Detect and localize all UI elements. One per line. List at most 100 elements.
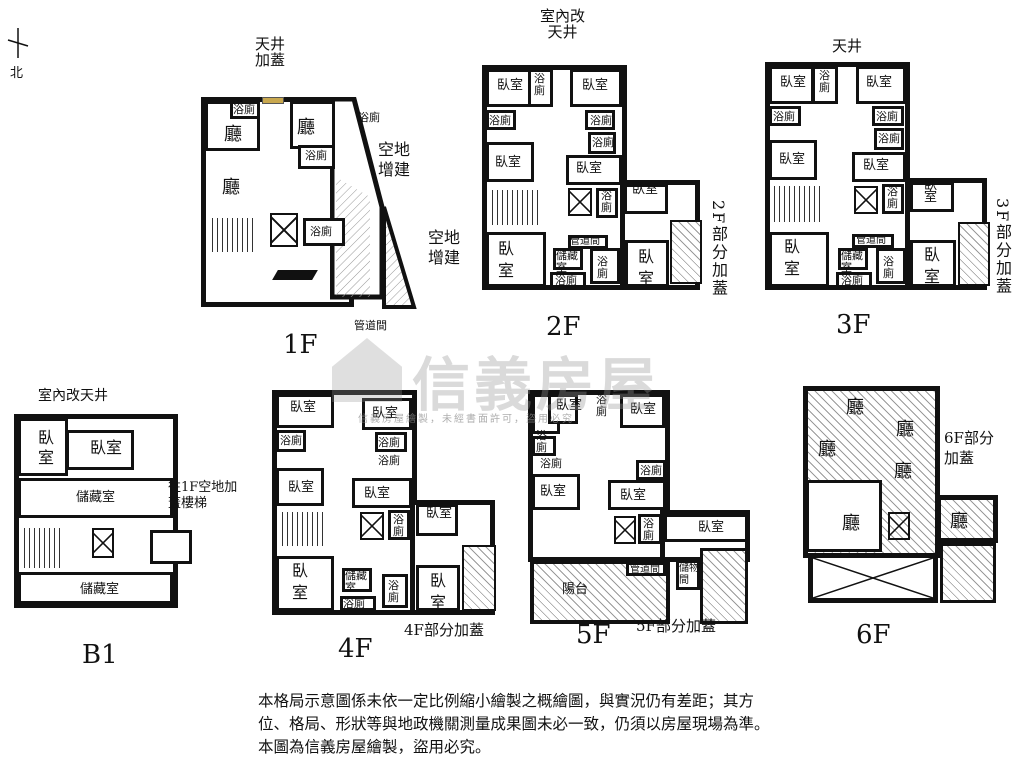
2f-bed7 [625,240,669,287]
4f-stairs [278,512,326,546]
1f-duct-label: 管道間 [354,319,387,332]
4f-bath5 [340,596,376,611]
2f-bath5-label: 浴 廁 [601,189,612,214]
1f-hall3-label: 廳 [222,177,240,198]
5f-bath2 [532,436,556,456]
2f-skylight-label: 室內改 天井 [540,7,586,41]
4f-storage [342,568,372,592]
4f-bed1 [276,394,334,428]
north-arrow: 北 [6,26,30,81]
2f-stairs [488,190,538,225]
3f-bed3 [769,140,817,180]
2f-bed5-label: 臥室 [632,182,659,197]
5f-duct-label: 管道間 [630,564,660,575]
3f-bath2-label: 浴廁 [773,110,795,123]
b1-floor-name: B1 [82,640,118,670]
4f-bath2-label: 浴廁 [378,436,400,449]
4f-bed6-label: 臥 室 [292,561,309,602]
2f-bath3-label: 浴廁 [590,114,612,127]
5f-bath4 [638,514,662,544]
1f-skylight-label: 天井 加蓋 [255,35,286,69]
b1-bed1 [18,418,68,476]
6f-hall6-label: 廳 [950,511,968,532]
5f-balcony-label: 陽台 [562,582,589,597]
6f-addon-area [940,543,996,603]
3f-bath7 [836,272,872,288]
3f-bed4 [852,152,906,182]
1f-ext2-label: 空地 增建 [428,228,461,267]
6f-hall2-label: 廳 [896,419,914,440]
2f-bath1-label: 浴 廁 [534,72,545,97]
6f-elevator [888,512,910,540]
1f-bath4-label: 浴廁 [310,225,332,238]
3f-bed5-label: 臥 室 [924,178,938,205]
4f-elevator [360,512,384,540]
4f-bed5-label: 臥室 [426,506,453,521]
2f-addon-label: 2F部分加蓋 [709,200,728,298]
1f-hall2-label: 廳 [297,117,315,138]
4f-bed2-label: 臥室 [372,406,399,421]
b1-stair-box [150,530,192,564]
1f-bath-mid [298,145,335,169]
6f-hall1-label: 廳 [846,397,864,418]
5f-bed2 [620,394,665,428]
1f-bath3-label: 浴廁 [305,149,327,162]
2f-bath1 [528,69,553,107]
3f-bath3 [872,106,904,126]
2f-storage [553,248,583,270]
5f-storage [676,560,700,590]
3f-bath5 [882,184,904,214]
b1-skylight-label: 室內改天井 [38,388,108,404]
3f-bath4-label: 浴廁 [878,132,900,145]
3f-duct [852,234,894,248]
4f-bath2 [375,432,407,452]
4f-bed7 [416,565,460,611]
b1-stairs [20,528,64,568]
disclaimer-line1: 本格局示意圖係未依一定比例縮小繪製之概繪圖，與實況仍有差距；其方 [258,692,755,710]
2f-bath4-label: 浴廁 [592,136,614,149]
4f-bath5-label: 浴廁 [343,597,365,610]
2f-bed3 [486,142,534,182]
4f-bed7-label: 臥 室 [430,571,447,612]
1f-floor-name: 1F [283,330,318,360]
2f-bed1 [486,69,531,107]
2f-duct-label: 管道間 [570,236,600,247]
3f-bed2-label: 臥室 [866,75,893,90]
3f-elevator [854,186,878,214]
b1-bed2-label: 臥室 [90,438,123,457]
brand-logo-icon [332,338,402,402]
4f-bath4-label: 浴 廁 [388,579,399,604]
3f-bath7-label: 浴廁 [841,274,863,287]
5f-bed5 [664,514,748,542]
1f-duct-shape [272,270,318,280]
5f-bed1 [548,394,578,424]
b1-storage1-label: 儲藏室 [76,490,116,505]
5f-storage-label: 儲物 間 [679,563,699,586]
4f-bed3-label: 臥室 [288,480,315,495]
2f-bed4-label: 臥室 [576,161,603,176]
3f-bed2 [856,66,906,104]
5f-bed4 [608,480,666,510]
3f-storage-label: 儲藏 室 [841,249,863,274]
4f-bath1 [276,430,306,452]
3f-addon-area [958,222,990,286]
1f-hall1-label: 廳 [224,124,242,145]
4f-bed1-label: 臥室 [290,400,317,415]
2f-addon-area [670,220,702,284]
4f-bed4-label: 臥室 [364,486,391,501]
5f-bath2-label: 浴廁 [540,457,562,470]
4f-addon-label: 4F部分加蓋 [404,621,484,639]
4f-bath4 [382,574,408,608]
watermark-brand: 信義房屋 [412,351,661,419]
5f-addon-area [700,548,748,624]
2f-bath2 [486,110,516,130]
6f-hall3-label: 廳 [818,439,836,460]
4f-bed6 [276,556,334,611]
3f-bed5 [910,182,954,212]
2f-storage-label: 儲藏 室 [556,249,578,274]
3f-bed1 [769,66,814,104]
5f-bed2-label: 臥室 [630,402,657,417]
2f-bath5 [596,188,618,218]
4f-bed2 [362,398,412,430]
2f-bath7-label: 浴廁 [555,274,577,287]
